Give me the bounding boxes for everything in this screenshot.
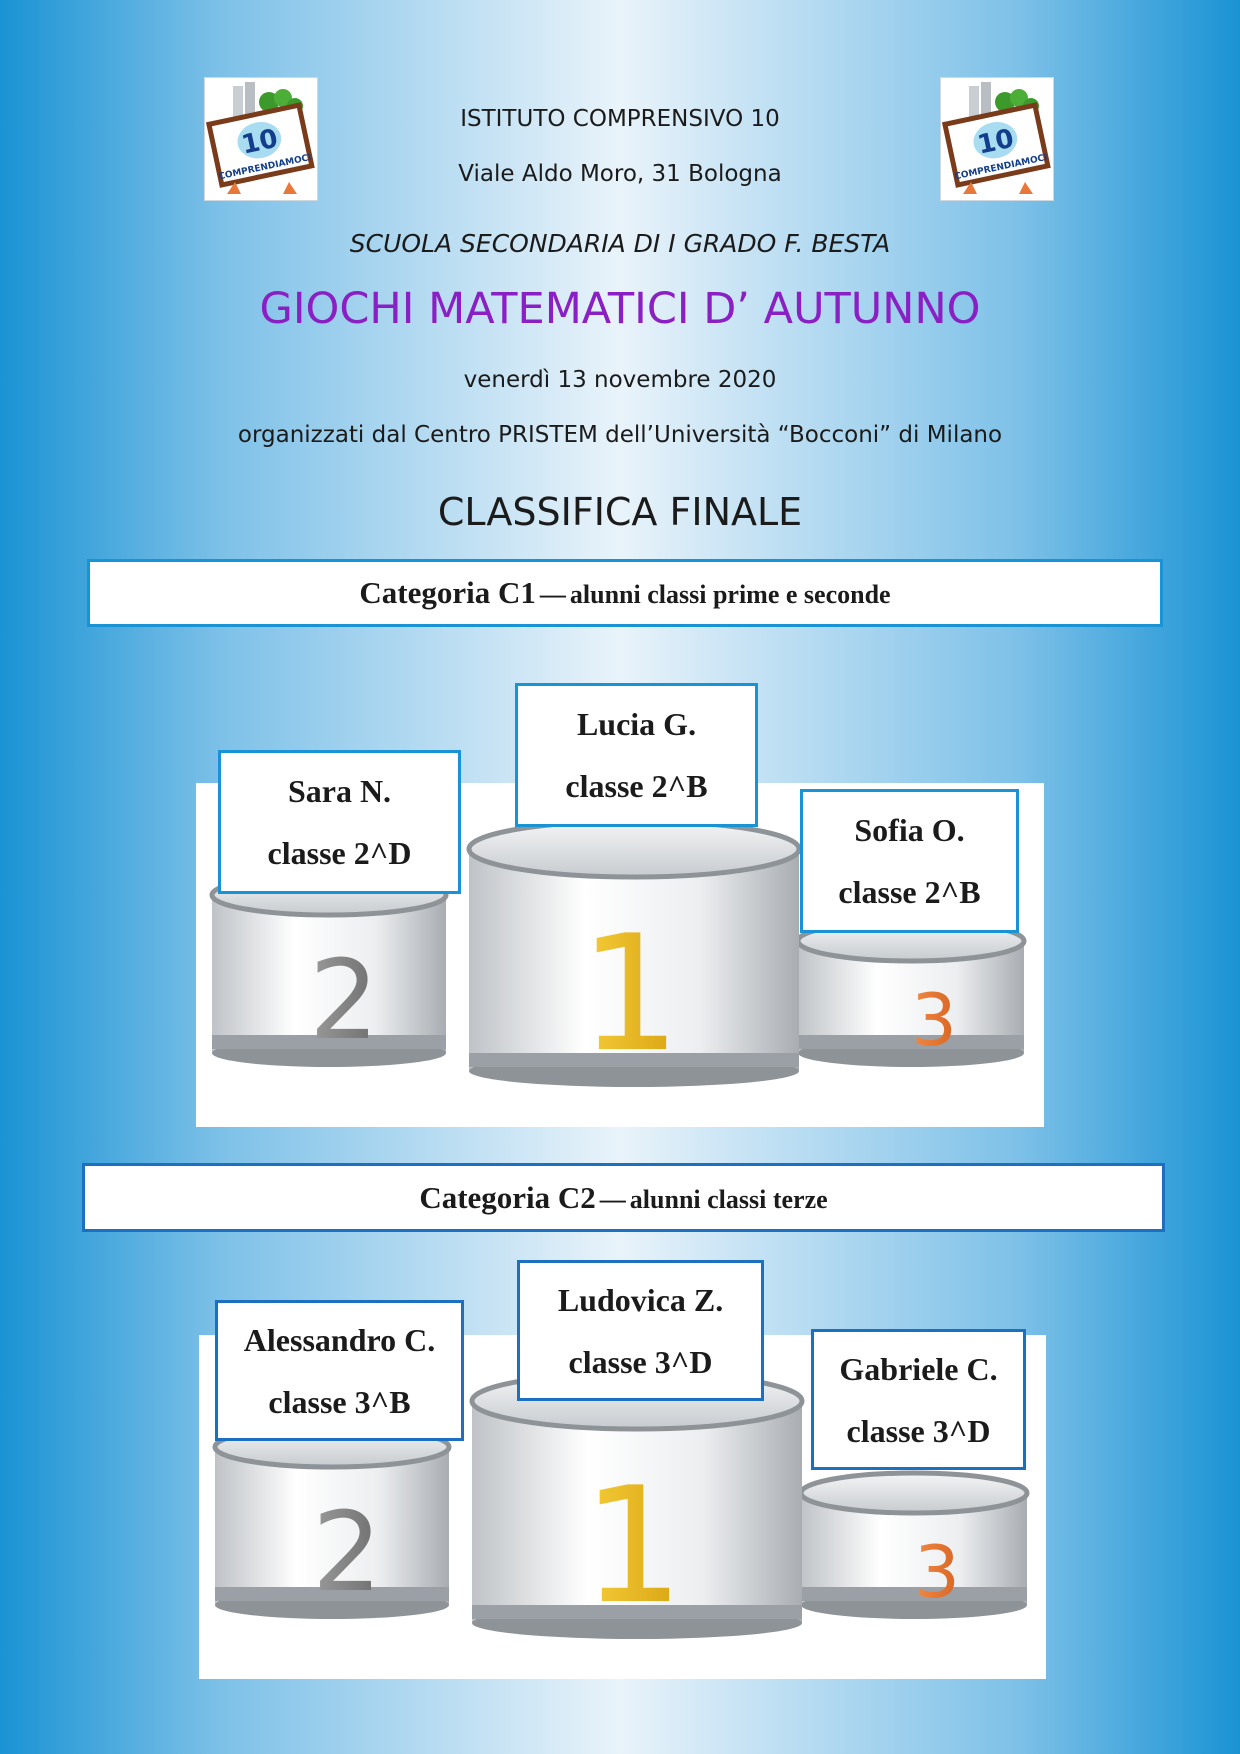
winner-class: classe 2^B — [838, 874, 981, 910]
winner-class: classe 2^D — [267, 835, 412, 871]
winner-name: Gabriele C. — [839, 1350, 998, 1387]
winner-class: classe 3^B — [268, 1383, 411, 1420]
rank-3-number: 3 — [914, 1530, 960, 1614]
winner-card-third: Sofia O. classe 2^B — [800, 789, 1019, 933]
comprendiamoci-logo: 10 COMPRENDIAMOCI — [941, 82, 1051, 194]
winner-name: Sara N. — [287, 773, 392, 809]
category-subtitle: alunni classi prime e seconde — [569, 580, 891, 609]
podium-c1: 2 3 1 — [209, 818, 1027, 1087]
event-date: venerdì 13 novembre 2020 — [463, 367, 777, 393]
podium-step-3: 3 — [798, 1470, 1030, 1619]
podium-step-1: 1 — [469, 1370, 805, 1639]
rank-1-number: 1 — [582, 1452, 684, 1639]
winner-card-second: Alessandro C. classe 3^B — [215, 1300, 464, 1441]
rank-3-number: 3 — [911, 978, 957, 1062]
school-name: ISTITUTO COMPRENSIVO 10 — [460, 106, 780, 132]
winner-class: classe 3^D — [846, 1412, 991, 1449]
winner-card-first: Lucia G. classe 2^B — [515, 683, 758, 827]
winner-card-first: Ludovica Z. classe 3^D — [517, 1260, 764, 1401]
podium-step-3: 3 — [795, 918, 1027, 1067]
category-c2-banner: Categoria C2 — alunni classi terze — [82, 1163, 1165, 1232]
rank-2-number: 2 — [309, 936, 379, 1064]
rank-1-number: 1 — [579, 900, 681, 1087]
podium-c2: 2 3 1 — [212, 1370, 1030, 1639]
category-c1-banner: Categoria C1 — alunni classi prime e sec… — [87, 559, 1163, 627]
category-title: Categoria C1 — [359, 575, 536, 610]
winner-class: classe 3^D — [568, 1343, 713, 1380]
winner-card-second: Sara N. classe 2^D — [218, 750, 461, 894]
svg-text:10: 10 — [239, 124, 281, 161]
winner-name: Ludovica Z. — [557, 1281, 724, 1318]
category-subtitle: alunni classi terze — [629, 1185, 828, 1214]
podium-step-1: 1 — [466, 818, 802, 1087]
school-address: Viale Aldo Moro, 31 Bologna — [458, 161, 782, 187]
event-title: GIOCHI MATEMATICI D’ AUTUNNO — [259, 284, 981, 334]
podium-step-2: 2 — [209, 872, 449, 1067]
winner-class: classe 2^B — [565, 768, 708, 804]
school-logo-right: 10 COMPRENDIAMOCI — [940, 77, 1054, 201]
podium-step-2: 2 — [212, 1424, 452, 1619]
organizer-line: organizzati dal Centro PRISTEM dell’Univ… — [237, 422, 1003, 448]
school-logo-left: 10 COMPRENDIAMOCI — [204, 77, 318, 201]
subschool-name: SCUOLA SECONDARIA DI I GRADO F. BESTA — [349, 229, 891, 258]
comprendiamoci-logo: 10 COMPRENDIAMOCI — [205, 82, 315, 194]
svg-text:10: 10 — [975, 124, 1017, 161]
winner-name: Lucia G. — [576, 706, 697, 742]
winner-card-third: Gabriele C. classe 3^D — [811, 1329, 1026, 1470]
winner-name: Alessandro C. — [243, 1321, 436, 1358]
category-title: Categoria C2 — [419, 1180, 596, 1215]
rank-2-number: 2 — [312, 1488, 382, 1616]
category-dash: — — [599, 1185, 626, 1214]
winner-name: Sofia O. — [854, 812, 965, 848]
category-dash: — — [539, 580, 566, 609]
ranking-title: CLASSIFICA FINALE — [437, 490, 803, 534]
